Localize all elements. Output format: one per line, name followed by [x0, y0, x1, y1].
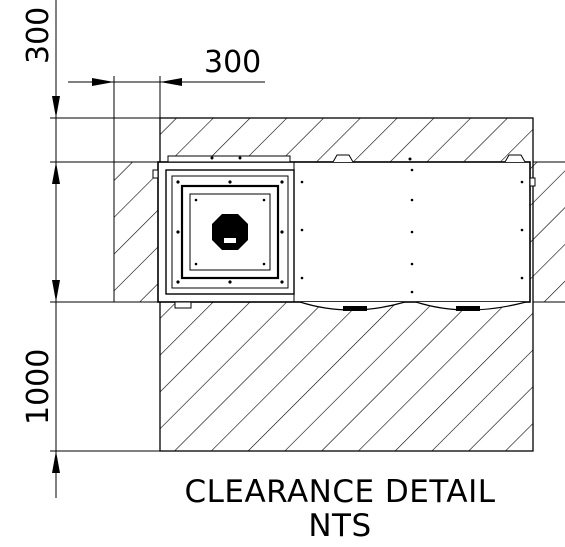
dim-top-clearance: 300: [21, 7, 56, 64]
caption-title: CLEARANCE DETAIL: [184, 474, 496, 510]
dim-bottom-clearance: 1000: [21, 349, 56, 425]
dim-side-clearance: 300: [204, 45, 261, 80]
caption-scale-note: NTS: [308, 508, 372, 544]
dimension-arrows: [52, 78, 182, 473]
unit-body: [152, 154, 536, 311]
